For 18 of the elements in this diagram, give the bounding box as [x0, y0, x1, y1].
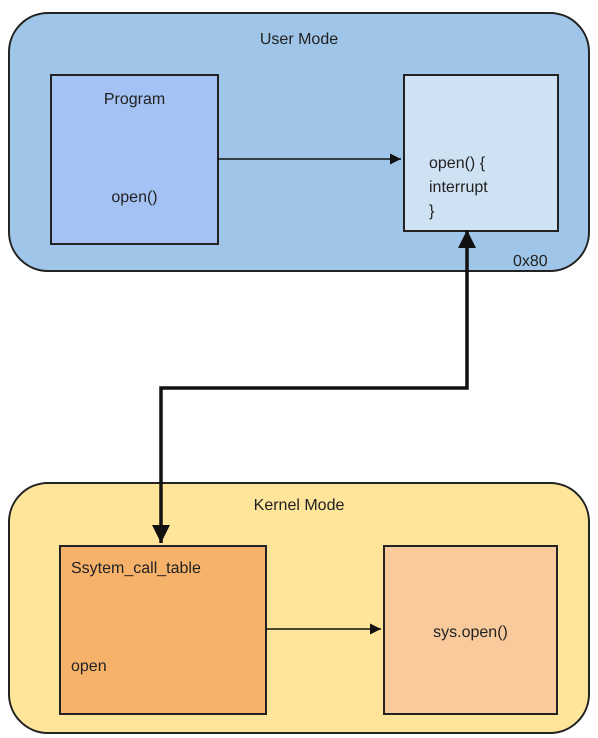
mode-band: [8, 12, 590, 272]
process-box: [403, 74, 559, 232]
arrow: [152, 230, 476, 543]
mode-band: [8, 482, 590, 734]
box-text: open(): [111, 188, 158, 208]
process-box: [383, 545, 558, 715]
box-text: sys.open(): [433, 623, 508, 643]
box-text: open() { interrupt }: [429, 154, 489, 222]
box-text: Kernel Mode: [254, 496, 344, 516]
box-title: Program: [104, 90, 166, 110]
interrupt-number: 0x80: [513, 252, 548, 272]
arrow: [217, 154, 401, 164]
arrow: [265, 624, 381, 634]
box-title: Ssytem_call_table: [71, 559, 201, 579]
process-box: [50, 74, 219, 245]
box-text: User Mode: [260, 30, 338, 50]
box-text: open: [71, 657, 107, 677]
process-box: [59, 545, 267, 715]
